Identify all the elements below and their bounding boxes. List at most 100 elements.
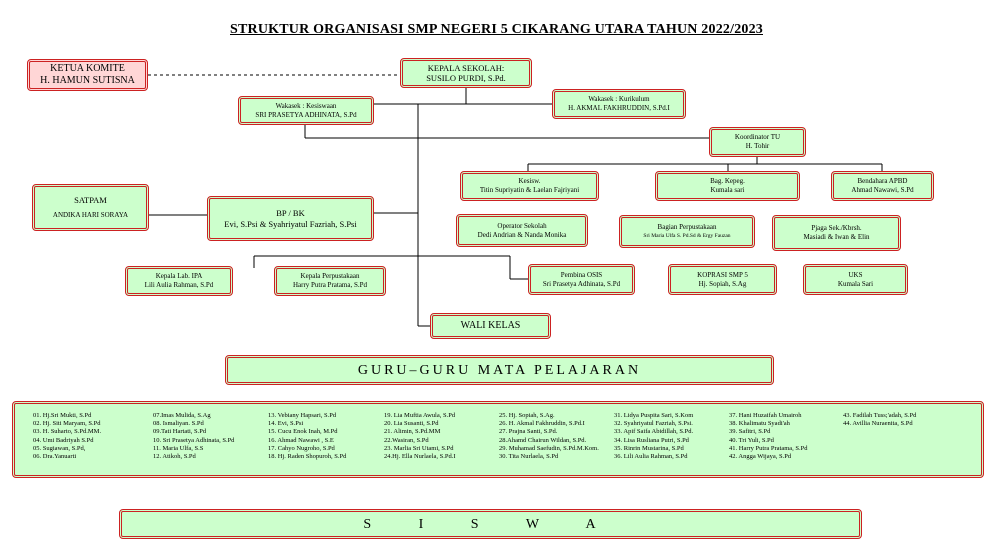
bag-kepeg-box: Bag. Kepeg. Kumala sari (655, 171, 800, 201)
guru-item: 41. Harry Putra Pratama, S.Pd (729, 444, 808, 452)
koprasi-name: Hj. Sopiah, S.Ag (698, 279, 747, 288)
operator-role: Operator Sekolah (497, 221, 547, 230)
guru-item: 34. Lisa Rusliana Putri, S.Pd (614, 436, 689, 444)
guru-item: 40. Tri Yuli, S.Pd (729, 436, 774, 444)
guru-column: 37. Hani Huzaifah Umairoh 38. Khalimatu … (729, 412, 843, 469)
wakasek-kurikulum-role: Wakasek : Kurikulum (588, 95, 650, 103)
guru-column: 31. Lidya Puspita Sari, S.Kom 32. Syahri… (614, 412, 729, 469)
bp-bk-name: Evi, S.Psi & Syahriyatul Fazriah, S.Psi (224, 218, 357, 229)
satpam-box: SATPAM ANDIKA HARI SORAYA (32, 184, 149, 231)
bag-kepeg-name: Kumala sari (710, 186, 745, 194)
siswa-box: S I S W A (119, 509, 862, 539)
wakasek-kurikulum-name: H. AKMAL FAKHRUDDIN, S.Pd.I (568, 104, 670, 112)
kepala-lab-box: Kepala Lab. IPA Lili Aulia Rahman, S.Pd (125, 266, 233, 296)
guru-item: 39. Safitri, S.Pd (729, 428, 771, 436)
kepala-sekolah-box: KEPALA SEKOLAH: SUSILO PURDI, S.Pd. (400, 58, 532, 88)
guru-item: 16. Ahmad Nawawi , S.E (268, 436, 334, 444)
uks-name: Kumala Sari (837, 279, 874, 288)
kepala-lab-name: Lili Aulia Rahman, S.Pd (144, 281, 214, 289)
operator-sekolah-box: Operator Sekolah Dedi Andrian & Nanda Mo… (456, 214, 588, 247)
koprasi-box: KOPRASI SMP 5 Hj. Sopiah, S.Ag (668, 264, 777, 295)
guru-item: 26. H. Akmal Fakhruddin, S.Pd.I (499, 420, 585, 428)
bp-bk-role: BP / BK (276, 207, 305, 218)
guru-list-box: 01. Hj.Sri Mukti, S.Pd 02. Hj. Siti Mary… (12, 401, 984, 478)
ketua-komite-box: KETUA KOMITE H. HAMUN SUTISNA (27, 59, 148, 91)
guru-column: 01. Hj.Sri Mukti, S.Pd 02. Hj. Siti Mary… (33, 412, 153, 469)
guru-list-grid: 01. Hj.Sri Mukti, S.Pd 02. Hj. Siti Mary… (33, 412, 973, 469)
guru-column: 43. Fadilah Tuss;'adah, S.Pd 44. Avillia… (843, 412, 943, 469)
guru-column: 13. Vebiany Hapsari, S.Pd 14. Evi, S.Psi… (268, 412, 384, 469)
guru-item: 06. Dra.Yanuarti (33, 453, 77, 461)
wakasek-kesiswaan-role: Wakasek : Kesiswaan (275, 101, 337, 110)
koprasi-role: KOPRASI SMP 5 (697, 270, 748, 279)
ketua-komite-name: H. HAMUN SUTISNA (40, 75, 135, 86)
guru-mata-pelajaran-header: GURU–GURU MATA PELAJARAN (225, 355, 774, 385)
guru-item: 11. Maria Ulfa, S.S (153, 444, 204, 452)
operator-name: Dedi Andrian & Nanda Monika (477, 230, 567, 239)
kepala-lab-role: Kepala Lab. IPA (155, 272, 203, 280)
guru-item: 30. Tita Nurlaela, S.Pd (499, 453, 559, 461)
koordinator-tu-box: Koordinator TU H. Tohir (709, 127, 806, 157)
guru-item: 38. Khalimatu Syadi'ah (729, 420, 790, 428)
kepala-perpustakaan-box: Kepala Perpustakaan Harry Putra Pratama,… (274, 266, 386, 296)
guru-item: 42. Angga Wijaya, S.Pd (729, 453, 792, 461)
guru-item: 10. Sri Prasetya Adhinata, S.Pd (153, 436, 235, 444)
wakasek-kurikulum-box: Wakasek : Kurikulum H. AKMAL FAKHRUDDIN,… (552, 89, 686, 119)
pembina-osis-box: Pembina OSIS Sri Prasetya Adhinata, S.Pd (528, 264, 635, 295)
guru-item: 28.Ahamd Chairun Wildan, S.Pd. (499, 436, 587, 444)
guru-item: 15. Cucu Enok Inah, M.Pd (268, 428, 338, 436)
guru-item: 22.Wasiran, S.Pd (384, 436, 429, 444)
bag-kepeg-role: Bag. Kepeg. (710, 177, 745, 185)
guru-item: 31. Lidya Puspita Sari, S.Kom (614, 412, 694, 419)
wakasek-kesiswaan-name: SRI PRASETYA ADHINATA, S.Pd (255, 110, 357, 119)
guru-item: 02. Hj. Siti Maryam, S.Pd (33, 420, 101, 428)
kepala-sekolah-role: KEPALA SEKOLAH: (427, 63, 505, 73)
kesisw-role: Kesisw. (518, 177, 541, 185)
bendahara-role: Bendahara APBD (857, 177, 908, 185)
guru-item: 17. Cahyo Nugroho, S.Pd (268, 444, 335, 452)
guru-item: 01. Hj.Sri Mukti, S.Pd (33, 412, 92, 419)
guru-item: 33. Apif Saifa Abidillah, S.Pd. (614, 428, 694, 436)
satpam-role: SATPAM (74, 194, 107, 205)
guru-item: 36. Lili Aulia Rahman, S.Pd (614, 453, 688, 461)
guru-item: 08. Ismaliyan. S.Pd (153, 420, 204, 428)
guru-item: 23. Marlia Sri Utami, S.Pd (384, 444, 454, 452)
uks-box: UKS Kumala Sari (803, 264, 908, 295)
guru-item: 05. Sugiawan, S.Pd, (33, 444, 86, 452)
guru-item: 37. Hani Huzaifah Umairoh (729, 412, 802, 419)
kesisw-box: Kesisw. Titin Supriyatin & Laelan Fajriy… (460, 171, 599, 201)
pembina-osis-role: Pembina OSIS (560, 270, 603, 279)
kepala-perpustakaan-role: Kepala Perpustakaan (300, 272, 360, 280)
guru-item: 21. Alimin, S.Pd.MM (384, 428, 441, 436)
koordinator-tu-role: Koordinator TU (734, 133, 781, 141)
guru-item: 27. Prajna Santi, S.Pd. (499, 428, 558, 436)
bp-bk-box: BP / BK Evi, S.Psi & Syahriyatul Fazriah… (207, 196, 374, 241)
kepala-sekolah-name: SUSILO PURDI, S.Pd. (426, 73, 506, 83)
guru-item: 12. Atikoh, S.Pd (153, 453, 196, 461)
wakasek-kesiswaan-box: Wakasek : Kesiswaan SRI PRASETYA ADHINAT… (238, 96, 374, 125)
page-title: STRUKTUR ORGANISASI SMP NEGERI 5 CIKARAN… (230, 22, 763, 37)
satpam-name: ANDIKA HARI SORAYA (52, 210, 129, 219)
guru-item: 25. Hj. Sopiah, S.Ag. (499, 412, 555, 419)
pjaga-role: Pjaga Sek./Kbrsh. (811, 224, 862, 232)
guru-item: 07.Imas Mulida, S.Ag (153, 412, 211, 419)
guru-item: 09.Tati Hartati, S.Pd (153, 428, 207, 436)
bagian-perpustakaan-box: Bagian Perpustakaan Sri Maria Ulfa S. Pd… (619, 215, 755, 248)
bendahara-name: Ahmad Nawawi, S.Pd (851, 186, 914, 194)
kepala-perpustakaan-name: Harry Putra Pratama, S.Pd (292, 281, 368, 289)
guru-item: 14. Evi, S.Psi (268, 420, 304, 428)
koordinator-tu-name: H. Tohir (745, 142, 770, 150)
wali-kelas-box: WALI KELAS (430, 313, 551, 339)
guru-item: 13. Vebiany Hapsari, S.Pd (268, 412, 337, 419)
bagian-perpustakaan-name: Sri Maria Ulfa S. Pd.Sd & Ergy Fauzan (643, 232, 731, 239)
guru-column: 19. Lia Muftia Awula, S.Pd 20. Lia Susan… (384, 412, 499, 469)
guru-item: 29. Muhamad Saefudin, S.Pd.M.Kom. (499, 444, 599, 452)
kesisw-name: Titin Supriyatin & Laelan Fajriyani (479, 186, 580, 194)
bagian-perpustakaan-role: Bagian Perpustakaan (657, 222, 717, 231)
guru-item: 19. Lia Muftia Awula, S.Pd (384, 412, 456, 419)
guru-column: 25. Hj. Sopiah, S.Ag. 26. H. Akmal Fakhr… (499, 412, 614, 469)
guru-item: 44. Avillia Nuraenita, S.Pd (843, 420, 913, 428)
bendahara-box: Bendahara APBD Ahmad Nawawi, S.Pd (831, 171, 934, 201)
guru-item: 43. Fadilah Tuss;'adah, S.Pd (843, 412, 917, 419)
